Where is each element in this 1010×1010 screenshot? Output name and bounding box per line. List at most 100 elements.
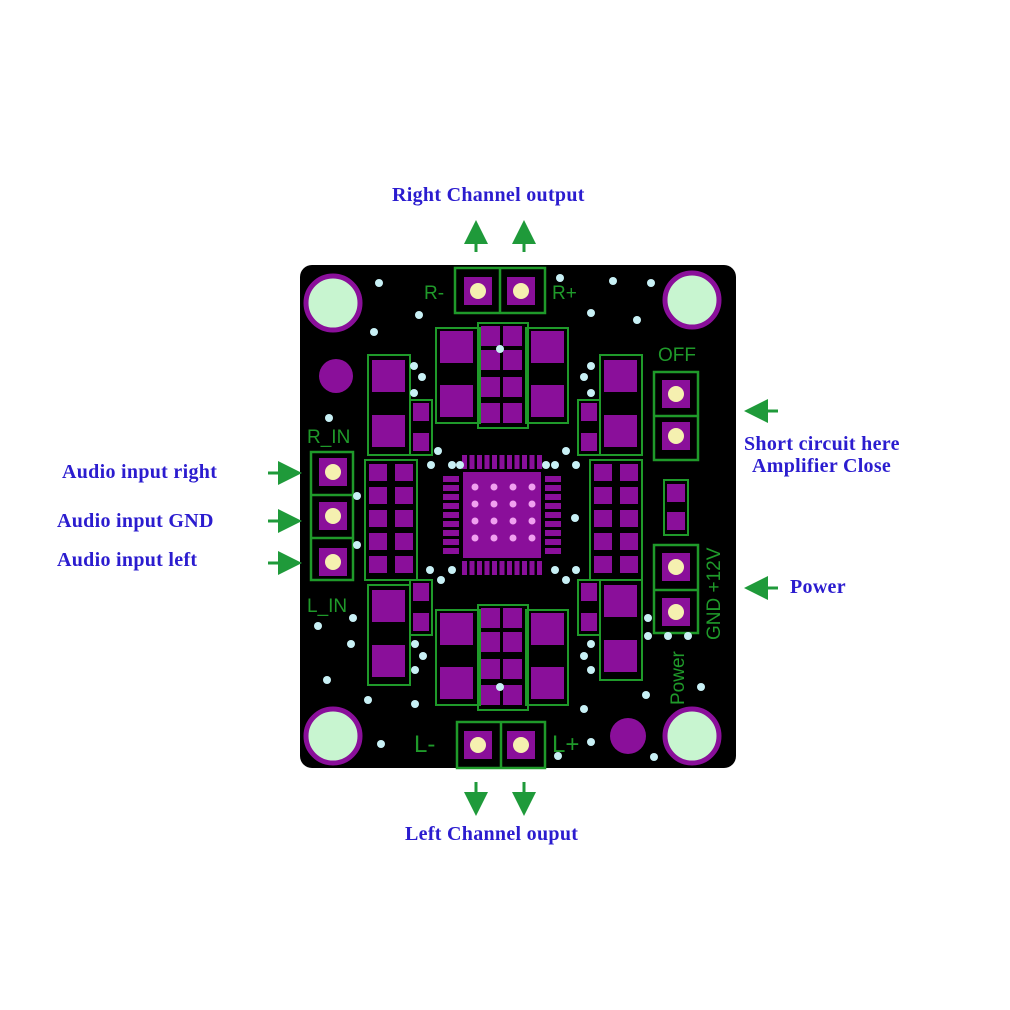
via: [426, 566, 434, 574]
right-channel-output-label: Right Channel output: [392, 184, 585, 206]
smd-pad: [503, 377, 522, 397]
vias: [314, 274, 705, 761]
smd-pad: [581, 403, 597, 421]
via: [572, 461, 580, 469]
smd-pad: [481, 685, 500, 705]
smd-pad: [369, 487, 387, 504]
via: [697, 683, 705, 691]
component-outline: [663, 479, 689, 536]
ic-pin: [462, 455, 467, 469]
ic-pin: [507, 455, 512, 469]
silk-off: OFF: [658, 345, 696, 366]
ic-pin: [537, 561, 542, 575]
via: [562, 447, 570, 455]
pad-hole: [325, 464, 341, 480]
ic-pin: [484, 561, 490, 575]
smd-pad: [620, 533, 638, 550]
fiducial: [319, 359, 353, 393]
silk-r-plus: R+: [552, 283, 577, 304]
ic-pin: [443, 476, 459, 482]
via: [325, 414, 333, 422]
ic-pin: [499, 561, 505, 575]
smd-pad: [503, 608, 522, 628]
smd-pad: [594, 487, 612, 504]
fiducial: [610, 718, 646, 754]
smd-pad: [667, 512, 685, 530]
via: [664, 632, 672, 640]
smd-pad: [395, 533, 413, 550]
smd-pad: [503, 632, 522, 652]
via: [554, 752, 562, 760]
thermal-via: [490, 500, 498, 508]
ic-pin: [484, 455, 490, 469]
smd-pad: [481, 403, 500, 423]
ic-pin: [477, 561, 482, 575]
pad-hole: [668, 386, 684, 402]
smd-pad: [503, 659, 522, 679]
smd-pad: [604, 585, 637, 617]
ic-pin: [469, 455, 475, 469]
amplifier-ic: [443, 455, 561, 575]
via: [587, 389, 595, 397]
ic-pin: [545, 548, 561, 554]
arrow-icons: [268, 220, 778, 816]
ic-pin: [443, 548, 459, 554]
audio-input-left-label: Audio input left: [57, 549, 198, 571]
via: [419, 652, 427, 660]
via: [375, 279, 383, 287]
pad-hole: [668, 559, 684, 575]
smd-pad: [620, 510, 638, 527]
smd-pad: [503, 350, 522, 370]
smd-pad: [413, 433, 429, 451]
smd-components: [364, 322, 689, 711]
through-hole-pads: [319, 277, 690, 759]
smd-pad: [667, 484, 685, 502]
ic-pin: [492, 561, 497, 575]
via: [427, 461, 435, 469]
thermal-via: [528, 483, 536, 491]
via: [370, 328, 378, 336]
smd-pad: [620, 556, 638, 573]
ic-pin: [522, 561, 527, 575]
smd-pad: [594, 510, 612, 527]
ic-pin: [443, 503, 459, 509]
silk-power: Power: [668, 650, 689, 705]
ic-pin: [537, 455, 542, 469]
via: [650, 753, 658, 761]
ic-pin: [469, 561, 475, 575]
smd-pad: [594, 464, 612, 481]
via: [633, 316, 641, 324]
smd-pad: [581, 613, 597, 631]
component-outline: [435, 327, 481, 424]
ic-pin: [545, 539, 561, 545]
ic-pin: [545, 512, 561, 518]
via: [496, 345, 504, 353]
silk-l-minus: L-: [414, 731, 435, 758]
smd-pad: [395, 556, 413, 573]
pad-hole: [470, 283, 486, 299]
smd-pad: [440, 331, 473, 363]
thermal-via: [490, 517, 498, 525]
smd-pad: [481, 326, 500, 346]
via: [580, 373, 588, 381]
thermal-via: [528, 517, 536, 525]
via: [647, 279, 655, 287]
thermal-via: [509, 534, 517, 542]
smd-pad: [372, 415, 405, 447]
smd-pad: [604, 640, 637, 672]
via: [411, 666, 419, 674]
amplifier-close-label: Amplifier Close: [752, 455, 892, 477]
smd-pad: [531, 613, 564, 645]
smd-pad: [604, 360, 637, 392]
smd-pad: [594, 533, 612, 550]
smd-pad: [481, 350, 500, 370]
via: [580, 652, 588, 660]
ic-pin: [545, 530, 561, 536]
thermal-via: [490, 483, 498, 491]
smd-pad: [604, 415, 637, 447]
component-outline: [435, 609, 481, 706]
smd-pad: [620, 464, 638, 481]
ic-pin: [443, 539, 459, 545]
via: [448, 461, 456, 469]
